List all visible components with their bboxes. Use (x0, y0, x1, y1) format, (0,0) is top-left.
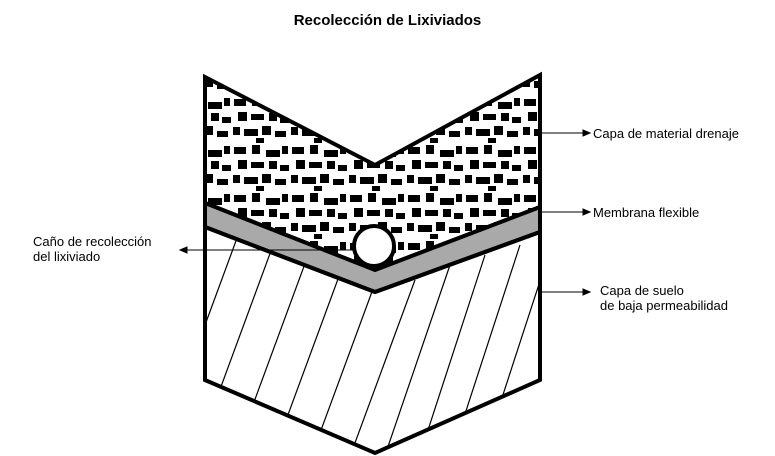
pipe-circle-icon (352, 224, 396, 268)
soil-label-line2: de baja permeabilidad (600, 298, 728, 313)
soil-label-line1: Capa de suelo (600, 283, 684, 298)
arrow-right-icon (540, 208, 592, 216)
arrow-left-icon (178, 246, 353, 254)
membrane-label: Membrana flexible (593, 205, 700, 220)
arrow-right-icon (540, 288, 592, 296)
pipe-label-line1: Caño de recolección (33, 234, 152, 249)
drainage-layer-label: Capa de material drenaje (593, 126, 739, 141)
diagram-title: Recolección de Lixiviados (293, 12, 482, 29)
pipe-label-line2: del lixiviado (33, 249, 101, 264)
arrow-right-icon (540, 129, 592, 137)
